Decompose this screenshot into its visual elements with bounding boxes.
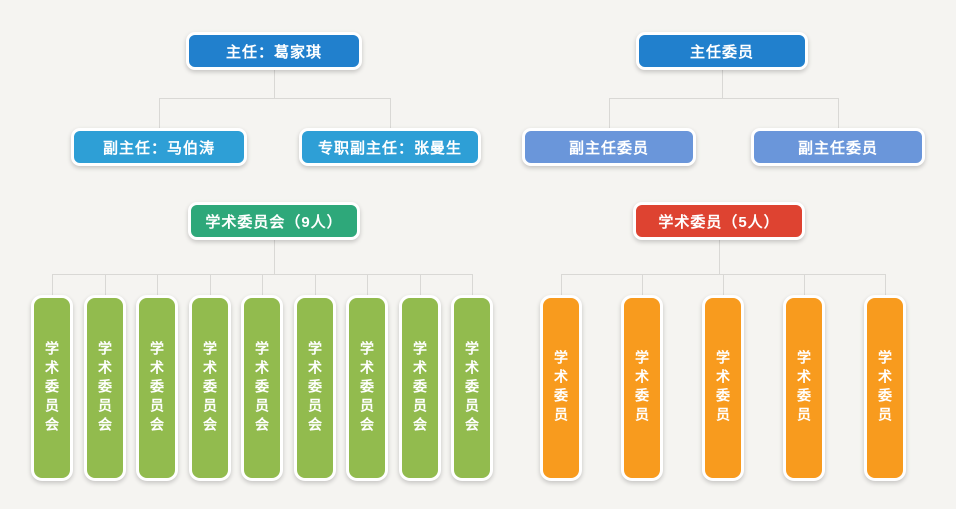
connector-line [420,274,421,295]
connector-line [274,70,275,98]
node-deputy-director: 副主任：马伯涛 [71,128,247,166]
node-academic-committee-member: 学术委员会 [451,295,493,481]
node-academic-committee-member: 学术委员会 [84,295,126,481]
connector-line [722,70,723,98]
node-academic-committee-group: 学术委员会（9人） [188,202,360,240]
connector-line [642,274,643,295]
connector-line [723,274,724,295]
node-academic-member: 学术委员 [783,295,825,481]
node-academic-committee-member: 学术委员会 [294,295,336,481]
connector-line [804,274,805,295]
connector-line [472,274,473,295]
connector-line [390,98,391,128]
node-academic-committee-member: 学术委员会 [241,295,283,481]
connector-line [105,274,106,295]
connector-line [609,98,610,128]
connector-line [315,274,316,295]
node-academic-member-group: 学术委员（5人） [633,202,805,240]
connector-line [838,98,839,128]
node-chief-commissioner: 主任委员 [636,32,808,70]
connector-line [262,274,263,295]
connector-line [274,240,275,274]
connector-line [52,274,53,295]
connector-line [159,98,390,99]
connector-line [159,98,160,128]
connector-line [367,274,368,295]
node-academic-member: 学术委员 [702,295,744,481]
connector-line [719,240,720,274]
node-academic-committee-member: 学术委员会 [31,295,73,481]
node-academic-member: 学术委员 [540,295,582,481]
node-academic-committee-member: 学术委员会 [136,295,178,481]
connector-line [561,274,562,295]
node-deputy-commissioner: 副主任委员 [522,128,696,166]
connector-line [210,274,211,295]
node-academic-committee-member: 学术委员会 [399,295,441,481]
connector-line [157,274,158,295]
node-academic-committee-member: 学术委员会 [346,295,388,481]
connector-line [609,98,838,99]
node-director: 主任：葛家琪 [186,32,362,70]
node-deputy-commissioner: 副主任委员 [751,128,925,166]
node-academic-committee-member: 学术委员会 [189,295,231,481]
node-academic-member: 学术委员 [864,295,906,481]
connector-line [885,274,886,295]
node-academic-member: 学术委员 [621,295,663,481]
node-fulltime-deputy-director: 专职副主任：张曼生 [299,128,481,166]
